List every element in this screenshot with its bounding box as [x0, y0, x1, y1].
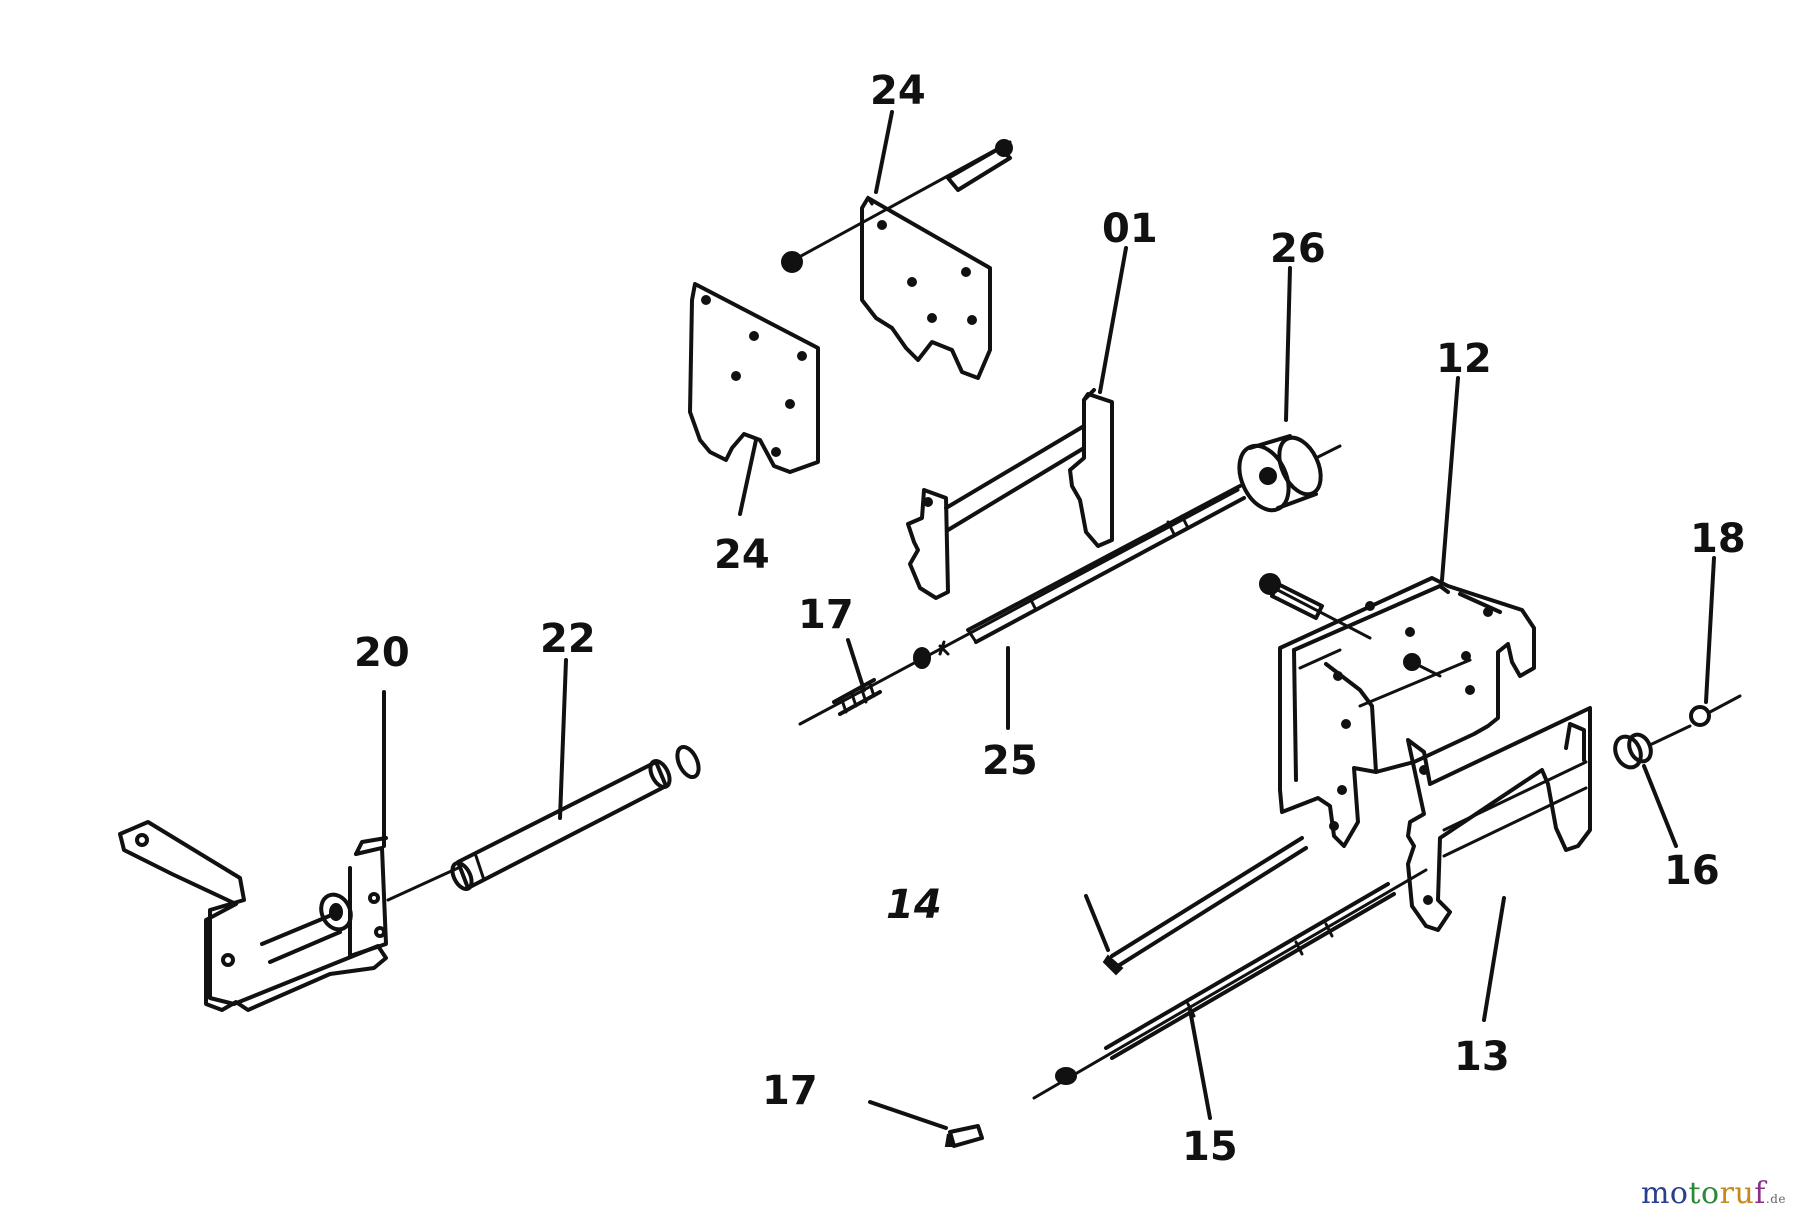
callout-20: 20: [354, 630, 410, 676]
watermark-logo: motorufmotoruf.de: [1640, 1176, 1786, 1211]
callout-26: 26: [1270, 226, 1326, 272]
callout-17-upper: 17: [798, 592, 854, 638]
spring-17-lower: [944, 1124, 984, 1148]
callout-17-lower: 17: [762, 1068, 818, 1114]
callout-22: 22: [540, 616, 596, 662]
cap-18: [1689, 694, 1742, 727]
watermark-tld: .de: [1765, 1192, 1786, 1206]
callout-13: 13: [1454, 1034, 1510, 1080]
leader-lines: [382, 110, 1716, 1130]
plate-24-lower: [688, 282, 820, 474]
bracket-13: [1406, 706, 1592, 932]
clip-22: [675, 745, 701, 779]
callout-24-bottom: 24: [714, 532, 770, 578]
roller-16: [1613, 724, 1692, 770]
bolt-12: [1259, 573, 1372, 640]
shaft-25: [798, 484, 1246, 726]
callout-18: 18: [1690, 516, 1746, 562]
bracket-01: [906, 388, 1114, 600]
callout-01: 01: [1102, 206, 1158, 252]
callout-14: 14: [886, 882, 942, 928]
bushing-20: [319, 892, 353, 932]
callout-16: 16: [1664, 848, 1720, 894]
callout-labels: 24 24 01 26 12 18 17 25 20 22 14 16 13 1…: [354, 68, 1746, 1170]
spring-17-upper: [832, 640, 950, 716]
bracket-12: [1278, 576, 1536, 848]
pedal-20: [118, 820, 388, 1012]
rod-14: [1102, 836, 1308, 976]
callout-24-top: 24: [870, 68, 926, 114]
callout-25: 25: [982, 738, 1038, 784]
rod-15: [1032, 868, 1428, 1100]
roller-26: [1237, 434, 1342, 513]
shaft-22: [386, 759, 672, 902]
bolt-24: [781, 139, 1013, 273]
callout-12: 12: [1436, 336, 1492, 382]
plate-24-upper: [860, 195, 992, 380]
callout-15: 15: [1182, 1124, 1238, 1170]
